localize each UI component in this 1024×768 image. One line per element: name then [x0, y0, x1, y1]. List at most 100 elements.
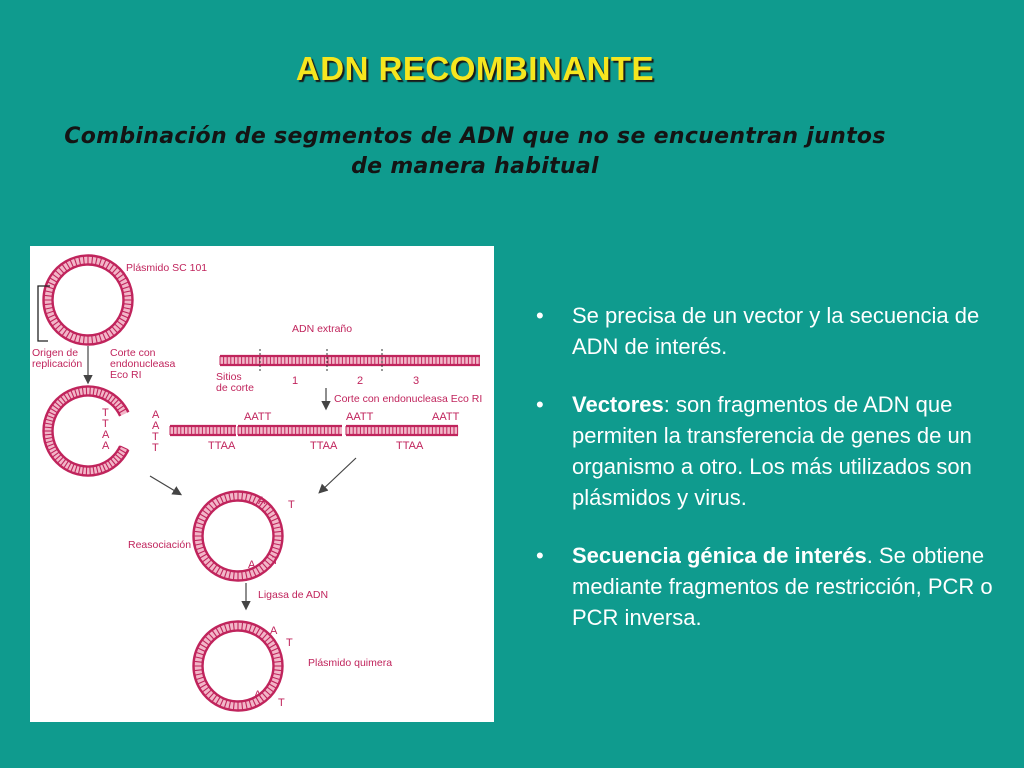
ring-rung [70, 463, 75, 473]
ring-rung [264, 559, 272, 567]
label-stick-a-1: A [258, 495, 266, 507]
ring-rung [204, 559, 212, 567]
ring-rung [69, 259, 75, 268]
ring-rung [77, 465, 81, 475]
ring-rung [49, 317, 58, 323]
ring-rung [255, 566, 261, 575]
ring-rung [121, 310, 131, 315]
label-site-1: 1 [292, 375, 298, 387]
ring-rung [47, 281, 56, 287]
ring-rung [120, 281, 129, 287]
ring-rung [195, 521, 205, 526]
ring-rung [116, 273, 125, 280]
ring-rung [261, 632, 269, 640]
ring-rung [49, 448, 58, 455]
ring-rung [59, 395, 67, 404]
ring-rung [268, 553, 277, 559]
ring-rung [199, 513, 208, 519]
ring-rung [207, 692, 215, 700]
ring-rung [104, 391, 110, 401]
ring-rung [114, 323, 122, 331]
ring-rung [215, 566, 221, 575]
ring-rung [264, 505, 272, 513]
ring-rung [91, 255, 94, 265]
ring-rung [232, 701, 235, 711]
ring-rung [54, 401, 62, 408]
ring-rung [197, 549, 206, 555]
ring-rung [204, 635, 212, 643]
ring-rung [108, 263, 115, 272]
ring-rung [114, 453, 123, 461]
ring-rung [69, 332, 75, 341]
label-foreign-dna: ADN extraño [292, 323, 352, 335]
ring-rung [44, 418, 54, 423]
ring-rung [272, 526, 282, 530]
ring-rung [248, 493, 253, 503]
label-aatt-2: AATT [346, 411, 374, 423]
ring-rung [44, 290, 54, 294]
ring-rung [270, 679, 279, 685]
ring-outer-strand [192, 490, 284, 582]
ring-rung [195, 546, 205, 551]
label-plasmid-sc101: Plásmido SC 101 [126, 262, 207, 274]
ring-rung [47, 445, 57, 451]
ring-rung [122, 306, 132, 310]
ring-rung [98, 388, 103, 398]
ring-rung [119, 445, 129, 451]
strand-fill [170, 426, 236, 435]
ring-rung [241, 491, 244, 501]
label-ttaa-3: TTAA [396, 440, 424, 452]
ring-rung [270, 517, 279, 523]
ring-rung [98, 464, 103, 474]
ring-rung [273, 539, 283, 542]
ring-rung [101, 259, 107, 268]
ring-rung [92, 386, 95, 396]
ring-rung [197, 679, 206, 685]
ring-rung [56, 456, 64, 464]
ring-rung [82, 335, 85, 345]
ring-rung [61, 328, 68, 337]
bullet-text: . Se obtiene mediante fragmentos de rest… [572, 543, 993, 630]
ring-rung [73, 333, 78, 343]
ring-rung [116, 320, 125, 327]
bullet-gene-sequence: Secuencia génica de interés. Se obtiene … [532, 540, 1002, 633]
ring-inner-strand [201, 629, 275, 703]
bullet-vector-need: Se precisa de un vector y la secuencia d… [532, 300, 1002, 362]
ring-rung [51, 404, 60, 411]
ring-rung [266, 639, 275, 646]
label-aatt-3: AATT [432, 411, 460, 423]
label-ttaa-2: TTAA [310, 440, 338, 452]
ring-rung [261, 502, 269, 510]
plasmid-sc101-ring [42, 254, 134, 346]
ring-rung [59, 458, 67, 467]
ring-rung [258, 629, 265, 638]
ring-rung [219, 625, 225, 634]
ring-rung [92, 466, 95, 476]
fragment-right [345, 424, 459, 437]
label-cut-endonuclease-2: Corte con endonucleasa Eco RI [334, 393, 482, 405]
ring-rung [223, 699, 228, 709]
label-aatt-1: AATT [244, 411, 272, 423]
ring-rung [271, 676, 281, 681]
ring-rung [73, 257, 78, 267]
ring-rung [271, 651, 281, 656]
ring-rung [244, 492, 248, 502]
ring-rung [105, 330, 111, 339]
ring-rung [123, 294, 133, 297]
ring-rung [118, 277, 127, 283]
ring-rung [223, 493, 228, 503]
label-chimera-t-1: T [286, 637, 293, 649]
chimera-plasmid-ring [192, 620, 284, 712]
ring-rung [44, 439, 54, 444]
ring-rung [94, 334, 98, 344]
ring-rung [264, 689, 272, 697]
ring-rung [66, 391, 72, 400]
ring-rung [104, 461, 110, 471]
ring-rung [211, 499, 218, 508]
ring-inner-strand [51, 394, 122, 468]
label-chimera-a-1: A [270, 625, 278, 637]
ring-rung [193, 669, 203, 672]
ring-rung [63, 393, 70, 402]
